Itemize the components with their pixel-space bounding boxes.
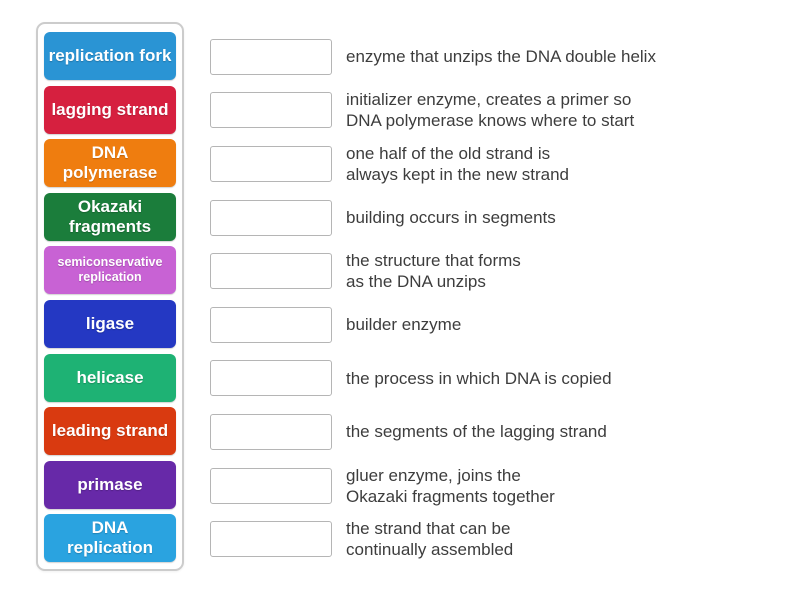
keyword-label: ligase: [85, 313, 135, 333]
answer-slot[interactable]: [210, 467, 332, 504]
answer-slot[interactable]: [210, 253, 332, 290]
definition-text: one half of the old strand is always kep…: [346, 143, 570, 184]
keyword-tile[interactable]: replication fork: [44, 32, 176, 80]
answer-slot[interactable]: [210, 360, 332, 397]
definition-text: the process in which DNA is copied: [346, 368, 612, 388]
answer-slot[interactable]: [210, 145, 332, 182]
keyword-label: leading strand: [51, 421, 169, 441]
match-row: one half of the old strand is always kep…: [210, 137, 780, 191]
keyword-label: DNA polymerase: [62, 143, 158, 183]
definition-text: building occurs in segments: [346, 208, 556, 228]
match-row: the process in which DNA is copied: [210, 352, 780, 406]
keyword-tile[interactable]: helicase: [44, 353, 176, 402]
match-row: builder enzyme: [210, 298, 780, 352]
match-row: gluer enzyme, joins the Okazaki fragment…: [210, 459, 780, 513]
keyword-tile[interactable]: DNA replication: [44, 514, 176, 563]
keyword-label: lagging strand: [51, 99, 169, 119]
keywords-panel: replication fork lagging strand DNA poly…: [36, 22, 184, 571]
keyword-label: semiconservative replication: [57, 255, 163, 285]
keyword-tile[interactable]: ligase: [44, 299, 176, 348]
definition-text: initializer enzyme, creates a primer so …: [346, 90, 635, 131]
keyword-label: DNA replication: [67, 518, 153, 558]
definition-text: gluer enzyme, joins the Okazaki fragment…: [346, 465, 555, 506]
match-rows: enzyme that unzips the DNA double helix …: [210, 30, 780, 566]
answer-slot[interactable]: [210, 306, 332, 343]
answer-slot[interactable]: [210, 521, 332, 558]
definition-text: the structure that forms as the DNA unzi…: [346, 251, 521, 292]
match-row: the segments of the lagging strand: [210, 405, 780, 459]
match-row: the strand that can be continually assem…: [210, 512, 780, 566]
match-row: enzyme that unzips the DNA double helix: [210, 30, 780, 84]
keyword-tile[interactable]: lagging strand: [44, 85, 176, 134]
keyword-label: Okazaki fragments: [68, 196, 152, 236]
keyword-label: helicase: [76, 367, 144, 387]
definition-text: builder enzyme: [346, 315, 462, 335]
answer-slot[interactable]: [210, 413, 332, 450]
answer-slot[interactable]: [210, 92, 332, 129]
keyword-tile[interactable]: primase: [44, 460, 176, 509]
match-row: building occurs in segments: [210, 191, 780, 245]
match-row: initializer enzyme, creates a primer so …: [210, 84, 780, 138]
keyword-label: replication fork: [48, 46, 172, 65]
keyword-tile[interactable]: DNA polymerase: [44, 139, 176, 188]
keyword-label: primase: [77, 474, 143, 494]
match-row: the structure that forms as the DNA unzi…: [210, 244, 780, 298]
answer-slot[interactable]: [210, 199, 332, 236]
definition-text: the strand that can be continually assem…: [346, 519, 514, 560]
keyword-tile[interactable]: Okazaki fragments: [44, 192, 176, 241]
definition-text: enzyme that unzips the DNA double helix: [346, 47, 656, 67]
keyword-tile[interactable]: semiconservative replication: [44, 246, 176, 295]
answer-slot[interactable]: [210, 38, 332, 75]
definition-text: the segments of the lagging strand: [346, 422, 607, 442]
keyword-tile[interactable]: leading strand: [44, 407, 176, 456]
